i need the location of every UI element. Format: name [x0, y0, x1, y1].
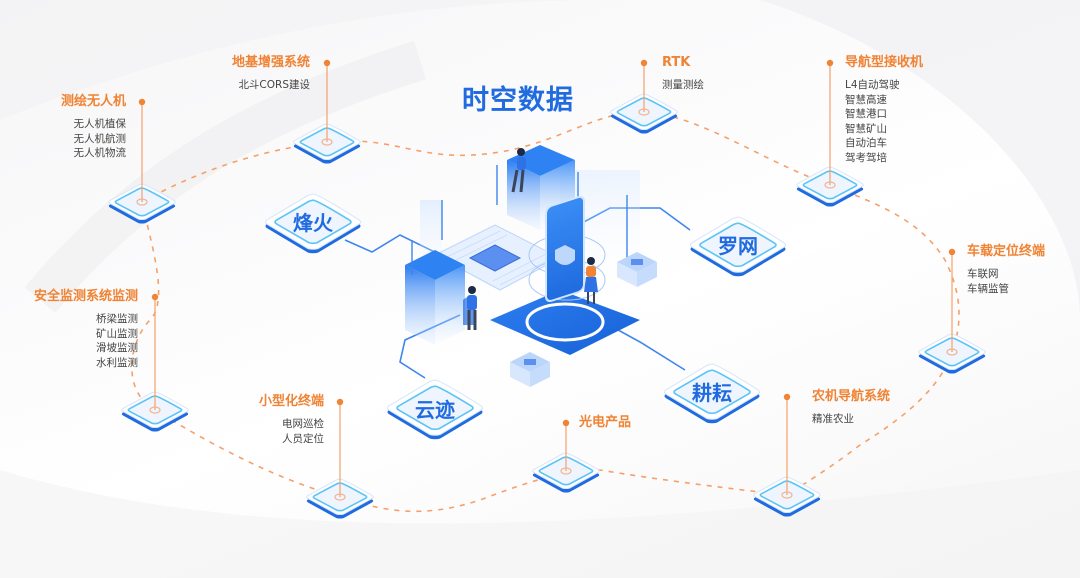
node-label-agri-nav: 农机导航系统 精准农业: [812, 388, 890, 427]
node-item: 智慧矿山: [845, 122, 887, 135]
platform-label-luowang: 罗网: [718, 234, 758, 258]
node-tile-nav-receiver: [796, 59, 864, 207]
node-item: 驾考驾培: [845, 151, 887, 164]
page-title: 时空数据: [462, 85, 574, 116]
pin-base: [946, 348, 958, 356]
node-tile-safety-monitoring: [121, 293, 189, 432]
pin-base: [560, 467, 572, 475]
node-label-vehicle-terminal: 车载定位终端 车联网 车辆监管: [967, 243, 1045, 296]
central-illustration: [405, 145, 657, 387]
pin-dot: [640, 59, 648, 67]
node-item: 精准农业: [812, 413, 854, 425]
node-item: 滑坡监测: [96, 342, 138, 354]
node-item: 电网巡检: [282, 418, 324, 430]
server-box-right: [617, 252, 657, 287]
platform-tile-gengyun: [664, 363, 760, 424]
node-item: 自动泊车: [845, 137, 887, 149]
base-pad: [490, 290, 640, 355]
node-item: L4自动驾驶: [845, 79, 900, 91]
node-item: 无人机航测: [73, 132, 127, 145]
pin-dot: [783, 393, 791, 401]
node-label-optoelectronics: 光电产品: [579, 414, 631, 432]
phone-device: [545, 195, 585, 303]
node-item: 矿山监测: [96, 327, 138, 340]
pin-dot: [826, 59, 834, 67]
platform-tile-fenghuo: [265, 193, 361, 254]
node-tile-vehicle-terminal: [918, 248, 986, 374]
node-tile-optoelectronics: [532, 419, 600, 493]
node-title: 测绘无人机: [60, 94, 126, 109]
pin-base: [334, 493, 346, 501]
pin-dot: [562, 419, 570, 427]
node-title: 车载定位终端: [967, 244, 1046, 259]
node-title: RTK: [662, 55, 691, 70]
platform-label-fenghuo: 烽火: [293, 211, 333, 235]
left-tower: [405, 250, 475, 345]
platform-tile-yunji: [387, 379, 483, 440]
node-label-safety-monitoring: 安全监测系统监测 桥梁监测 矿山监测 滑坡监测 水利监测: [34, 288, 138, 370]
node-title: 农机导航系统: [812, 389, 891, 404]
node-item: 人员定位: [282, 432, 324, 445]
person-sitting: [511, 148, 526, 193]
node-item: 无人机植保: [73, 118, 127, 130]
node-title: 地基增强系统: [231, 55, 310, 70]
node-title: 安全监测系统监测: [33, 289, 138, 304]
pin-base: [136, 198, 148, 206]
node-item: 桥梁监测: [96, 313, 138, 325]
node-label-rtk: RTK 测量测绘: [662, 54, 704, 93]
platform-label-yunji: 云迹: [415, 398, 455, 422]
pin-dot: [151, 293, 159, 301]
node-tile-ground-augmentation: [293, 59, 361, 164]
outer-dashed-loop: [131, 111, 960, 513]
pin-base: [781, 491, 793, 499]
node-item: 测量测绘: [662, 79, 704, 91]
node-label-nav-receiver: 导航型接收机 L4自动驾驶 智慧高速 智慧港口 智慧矿山 自动泊车 驾考驾培: [845, 54, 923, 165]
shield-icon: [555, 245, 575, 265]
node-item: 车辆监管: [967, 282, 1009, 295]
node-item: 北斗CORS建设: [238, 79, 310, 91]
pin-dot: [323, 59, 331, 67]
node-item: 无人机物流: [73, 147, 127, 159]
pin-dot: [948, 248, 956, 256]
pin-base: [321, 138, 333, 146]
node-tile-survey-drone: [108, 98, 176, 224]
node-tile-mini-terminal: [306, 398, 374, 519]
node-item: 车联网: [967, 268, 999, 280]
platform-tile-luowang: [690, 216, 786, 277]
pin-base: [149, 406, 161, 414]
server-box-bottom: [510, 352, 550, 387]
pin-base: [638, 108, 650, 116]
node-title: 小型化终端: [258, 394, 324, 409]
node-title: 导航型接收机: [845, 55, 924, 70]
person-standing-left: [467, 286, 477, 330]
platform-label-gengyun: 耕耘: [692, 381, 732, 405]
node-tile-rtk: [610, 59, 678, 134]
node-label-mini-terminal: 小型化终端 电网巡检 人员定位: [259, 393, 324, 446]
node-label-ground-augmentation: 地基增强系统 北斗CORS建设: [232, 54, 310, 93]
pin-dot: [336, 398, 344, 406]
pin-base: [824, 181, 836, 189]
node-item: 智慧港口: [845, 108, 887, 120]
node-title: 光电产品: [579, 415, 632, 430]
person-standing-right: [584, 257, 598, 304]
node-item: 智慧高速: [845, 93, 887, 106]
node-label-survey-drone: 测绘无人机 无人机植保 无人机航测 无人机物流: [61, 93, 126, 161]
pin-dot: [138, 98, 146, 106]
node-tile-agri-nav: [753, 393, 821, 517]
node-item: 水利监测: [96, 356, 138, 369]
